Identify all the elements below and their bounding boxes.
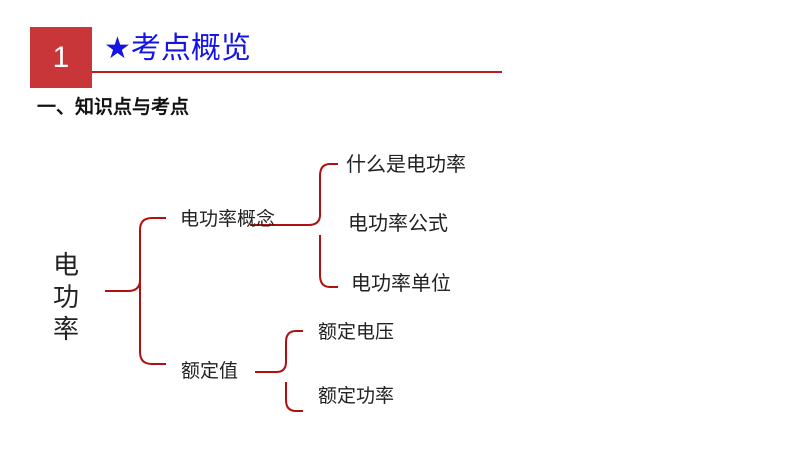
- section-number-badge: 1: [30, 27, 92, 88]
- leaf-what-is-power: 什么是电功率: [346, 152, 466, 176]
- section-title: ★考点概览: [104, 31, 251, 66]
- leaf-power-unit: 电功率单位: [351, 271, 451, 295]
- mindmap-root: 电功率: [53, 251, 80, 345]
- branch-rated: 额定值: [181, 360, 239, 382]
- subheading: 一、知识点与考点: [37, 96, 190, 118]
- leaf-rated-power: 额定功率: [318, 385, 395, 407]
- leaf-power-formula: 电功率公式: [348, 211, 448, 235]
- concept-brace: [250, 163, 338, 288]
- rated-brace: [255, 330, 303, 412]
- title-underline: [92, 71, 502, 73]
- leaf-rated-voltage: 额定电压: [318, 321, 395, 343]
- branch-concept: 电功率概念: [180, 208, 276, 230]
- root-brace: [105, 217, 166, 365]
